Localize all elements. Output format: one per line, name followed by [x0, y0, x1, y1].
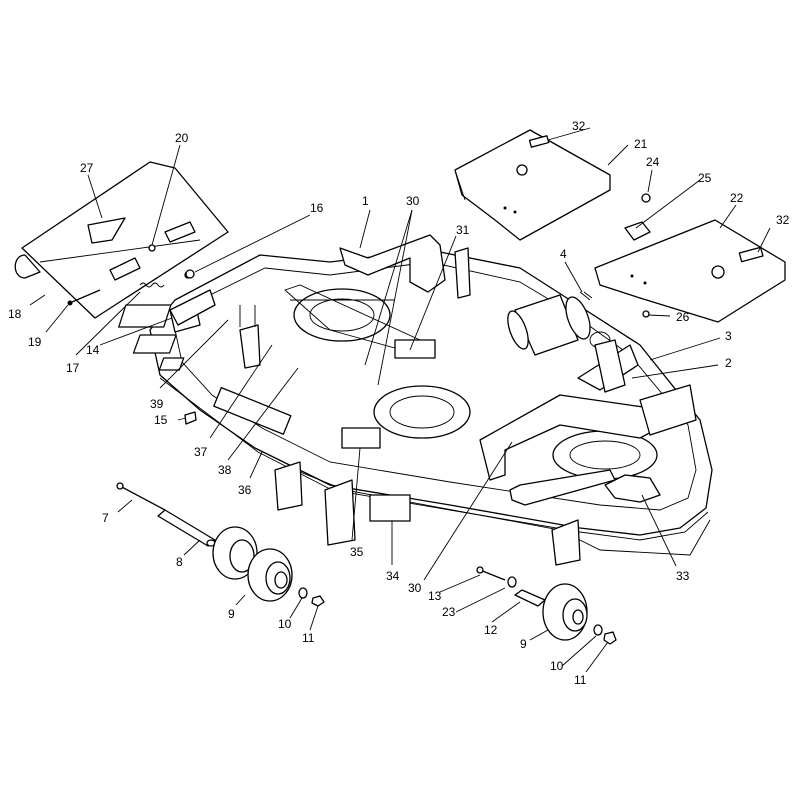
- callout-23: 23: [442, 605, 456, 619]
- belt-cover-right: [594, 219, 786, 323]
- callout-9-right: 9: [520, 637, 527, 651]
- decal-34: [369, 494, 411, 522]
- callout-39: 39: [150, 397, 164, 411]
- callout-4: 4: [560, 247, 567, 261]
- callout-30-bottom: 30: [408, 581, 422, 595]
- callout-3: 3: [725, 329, 732, 343]
- callout-18: 18: [8, 307, 22, 321]
- callout-33: 33: [676, 569, 690, 583]
- callout-7: 7: [102, 511, 109, 525]
- spring: [139, 282, 165, 288]
- idler-cylinder: [507, 294, 626, 393]
- callout-37: 37: [194, 445, 208, 459]
- callout-11-left: 11: [302, 631, 315, 645]
- callout-32-top: 32: [572, 119, 586, 133]
- callout-26: 26: [676, 310, 690, 324]
- callout-12: 12: [484, 623, 498, 637]
- callout-35: 35: [350, 545, 364, 559]
- callout-14: 14: [86, 343, 100, 357]
- callout-10-right: 10: [550, 659, 564, 673]
- callout-17: 17: [66, 361, 80, 375]
- callout-21: 21: [634, 137, 648, 151]
- center-spindle-opening: [373, 385, 471, 439]
- callout-30-top: 30: [406, 194, 420, 208]
- callout-32-right: 32: [776, 213, 790, 227]
- mower-deck: [118, 234, 713, 566]
- callout-24: 24: [646, 155, 660, 169]
- callout-38: 38: [218, 463, 232, 477]
- right-gauge-wheel-assembly: [476, 566, 617, 645]
- leader-lines: [29, 127, 771, 673]
- callout-labels: 27 20 16 18 19 17 14 39 15 37 38 36 1 30…: [8, 119, 790, 687]
- latch-bracket: [169, 289, 216, 326]
- callout-2: 2: [725, 356, 732, 370]
- decal-36: [213, 386, 292, 435]
- decal-31: [394, 339, 436, 359]
- callout-10-left: 10: [278, 617, 292, 631]
- callout-13: 13: [428, 589, 442, 603]
- callout-11-right: 11: [574, 673, 587, 687]
- decal-39: [118, 304, 256, 328]
- callout-15: 15: [154, 413, 168, 427]
- callout-8: 8: [176, 555, 183, 569]
- callout-19: 19: [28, 335, 42, 349]
- decal-35: [341, 427, 381, 449]
- callout-34: 34: [386, 569, 400, 583]
- callout-36: 36: [238, 483, 252, 497]
- belt-cover-left: [454, 129, 611, 241]
- callout-20: 20: [175, 131, 189, 145]
- left-spindle-opening: [290, 288, 395, 342]
- decal-37: [132, 334, 177, 354]
- decal-38: [158, 357, 185, 371]
- callout-16: 16: [310, 201, 324, 215]
- callout-31: 31: [456, 223, 470, 237]
- callout-22: 22: [730, 191, 744, 205]
- callout-1: 1: [362, 194, 369, 208]
- callout-27: 27: [80, 161, 94, 175]
- left-gauge-wheel-assembly: [116, 482, 325, 607]
- callout-9-left: 9: [228, 607, 235, 621]
- callout-25: 25: [698, 171, 712, 185]
